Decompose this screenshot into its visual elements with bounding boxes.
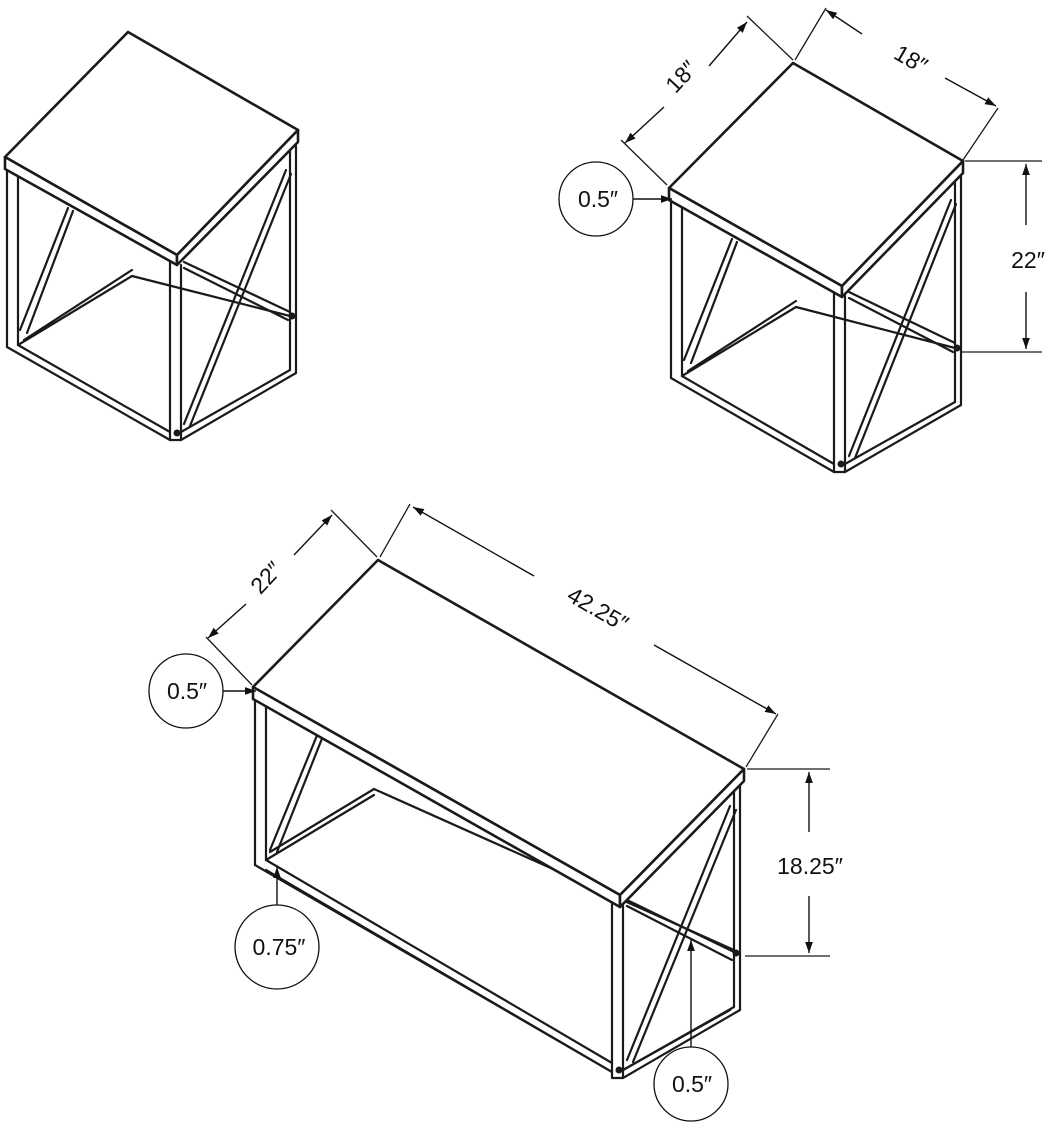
end-table-top-thickness-callout: 0.5″ — [558, 161, 672, 237]
end-table-height-dimension: 22″ — [962, 160, 1045, 353]
coffee-table-frame-leg-label: 0.75″ — [253, 934, 306, 960]
coffee-table-frame-leg-callout: 0.75″ — [234, 867, 320, 990]
end-table-right — [667, 61, 965, 474]
end-table-height-label: 22″ — [1011, 247, 1045, 273]
end-table-left — [3, 30, 300, 442]
coffee-table-height-label: 18.25″ — [777, 853, 843, 879]
end-table-top-thickness-label: 0.5″ — [578, 186, 618, 212]
coffee-table-height-dimension: 18.25″ — [745, 768, 843, 957]
coffee-table-top-thickness-callout: 0.5″ — [148, 653, 256, 729]
coffee-table-depth-label: 22″ — [245, 556, 287, 598]
end-table-width-label: 18″ — [890, 39, 932, 78]
coffee-table — [251, 558, 746, 1080]
end-table-depth-label: 18″ — [660, 55, 702, 97]
coffee-table-length-label: 42.25″ — [563, 581, 633, 636]
coffee-table-top-thickness-label: 0.5″ — [167, 678, 207, 704]
coffee-table-frame-bar-callout: 0.5″ — [653, 940, 729, 1122]
coffee-table-frame-bar-label: 0.5″ — [672, 1071, 712, 1097]
